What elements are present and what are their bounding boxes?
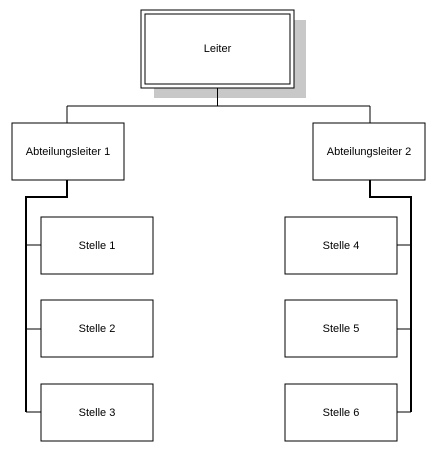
root-label: Leiter [204,43,232,55]
stelle-3-box[interactable] [40,383,154,442]
department-2-box[interactable] [312,122,426,181]
stelle-5-label: Stelle 5 [323,323,360,335]
department-1-label: Abteilungsleiter 1 [26,146,110,158]
department-2-tree-connector [369,180,412,412]
stelle-3-label: Stelle 3 [79,407,116,419]
department-1: Abteilungsleiter 1 Stelle 1 Stelle 2 Ste… [11,122,154,442]
root-box-inner-border [144,13,291,85]
department-1-tree-connector [25,180,68,412]
stelle-2-label: Stelle 2 [79,323,116,335]
stelle-5-box[interactable] [284,299,398,358]
stelle-1-box[interactable] [40,216,154,275]
stelle-6-box[interactable] [284,383,398,442]
department-1-box[interactable] [11,122,125,181]
root-box[interactable] [140,9,295,89]
stelle-6-label: Stelle 6 [323,407,360,419]
stelle-4-label: Stelle 4 [323,240,360,252]
department-2-label: Abteilungsleiter 2 [327,146,411,158]
stelle-1-label: Stelle 1 [79,240,116,252]
stelle-4-box[interactable] [284,216,398,275]
department-2: Abteilungsleiter 2 Stelle 4 Stelle 5 Ste… [284,122,426,442]
stelle-2-box[interactable] [40,299,154,358]
